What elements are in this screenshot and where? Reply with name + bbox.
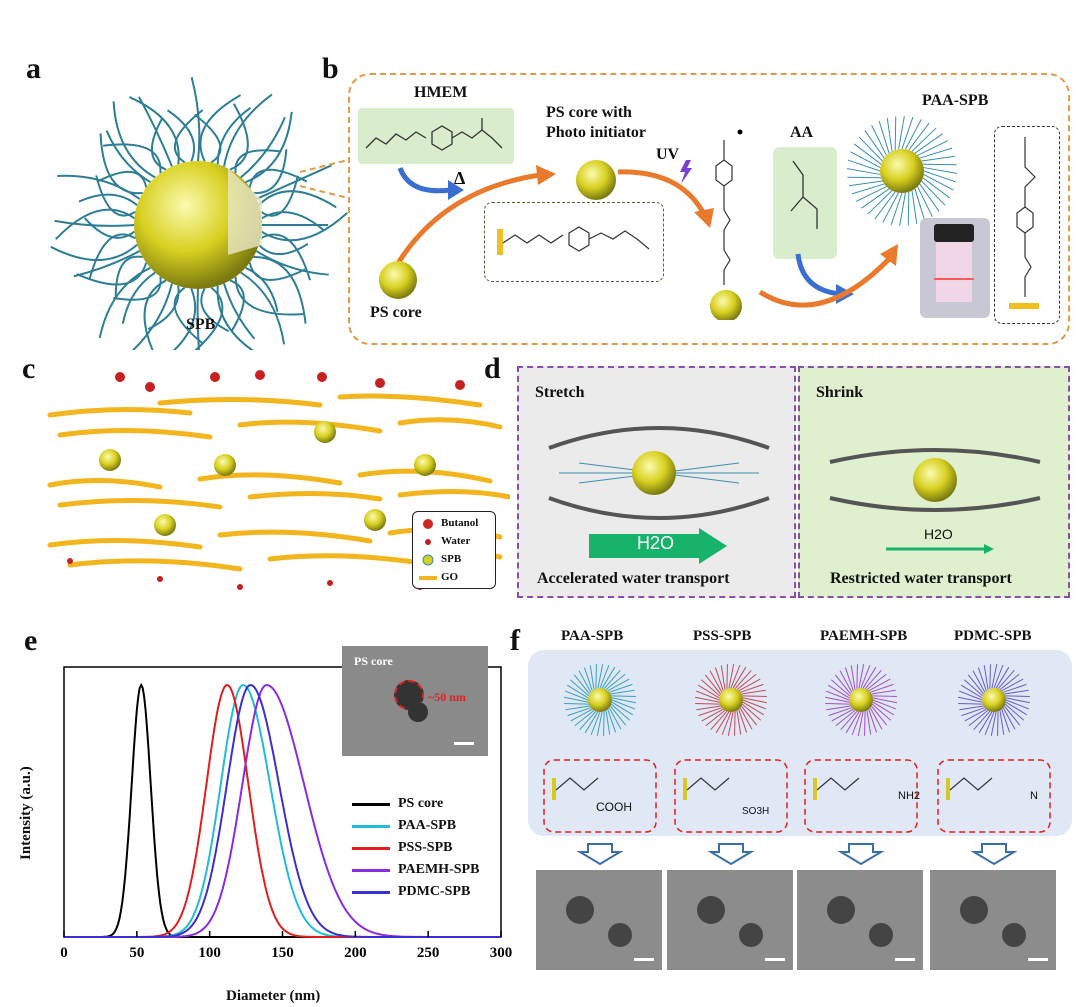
legend-spb: SPB: [441, 553, 461, 565]
x-tick-label: 100: [198, 945, 221, 961]
polymer-column-3: [930, 664, 1056, 970]
legend-ps-core: PS core: [352, 793, 479, 815]
legend-go: GO: [441, 571, 458, 583]
stretch-panel: Stretch H2O Accelerated water transport: [517, 366, 796, 598]
f-title-paemh: PAEMH-SPB: [820, 628, 907, 645]
shrink-label: Shrink: [816, 384, 863, 402]
f-title-pss: PSS-SPB: [693, 628, 751, 645]
accelerated-label: Accelerated water transport: [537, 570, 730, 588]
photo-initiator-label: Photo initiator: [546, 124, 646, 142]
structure-box: [544, 760, 656, 832]
x-tick-label: 150: [271, 945, 294, 961]
x-tick-label: 200: [344, 945, 367, 961]
hmem-label: HMEM: [414, 84, 467, 102]
polymer-column-2: [797, 664, 923, 970]
x-tick-label: 50: [129, 945, 144, 961]
vial-photo: [920, 218, 990, 318]
tem-image: [797, 870, 923, 970]
group-so3h: SO3H: [742, 806, 769, 817]
final-arrow: [700, 240, 920, 320]
tem-image: [930, 870, 1056, 970]
tem-image: [536, 870, 662, 970]
legend-paemh-spb: PAEMH-SPB: [352, 859, 479, 881]
panel-label-a: a: [26, 52, 41, 86]
lightning-icon: [676, 160, 696, 184]
ps-core-label: PS core: [370, 304, 422, 322]
polymer-column-0: [536, 664, 662, 970]
inset-label: PS core: [354, 654, 393, 669]
structure-box: [675, 760, 787, 832]
paa-spb-ball: [842, 106, 962, 236]
group-n: N: [1030, 790, 1038, 802]
membrane-legend: Butanol Water SPB GO: [412, 511, 496, 589]
h2o-label-stretch: H2O: [637, 533, 674, 554]
ps-core-ball: [376, 258, 422, 304]
legend-water: Water: [441, 535, 470, 547]
x-tick-label: 250: [417, 945, 440, 961]
down-arrow-icon: [580, 844, 620, 864]
ps-core-with-label: PS core with: [546, 104, 632, 122]
tem-image: [667, 870, 793, 970]
inset-size: ~50 nm: [428, 690, 466, 705]
f-title-pdmc: PDMC-SPB: [954, 628, 1032, 645]
ps-core-tem-inset: PS core ~50 nm: [342, 646, 488, 756]
group-cooh: COOH: [596, 800, 632, 814]
legend-butanol: Butanol: [441, 517, 478, 529]
zoom-connector: [300, 160, 360, 200]
chart-legend: PS core PAA-SPB PSS-SPB PAEMH-SPB PDMC-S…: [352, 793, 479, 903]
x-tick-label: 0: [60, 945, 68, 961]
x-tick-label: 300: [490, 945, 513, 961]
down-arrow-icon: [974, 844, 1014, 864]
restricted-label: Restricted water transport: [830, 570, 1012, 588]
polymer-illustrations: [528, 650, 1072, 990]
y-axis-label: Intensity (a.u.): [18, 766, 35, 860]
heat-symbol: Δ: [454, 168, 465, 189]
polymer-column-1: [667, 664, 793, 970]
legend-pss-spb: PSS-SPB: [352, 837, 479, 859]
down-arrow-icon: [841, 844, 881, 864]
f-title-paa: PAA-SPB: [561, 628, 623, 645]
h2o-label-shrink: H2O: [924, 526, 953, 542]
scale-bar: [454, 742, 474, 745]
paa-structure-box: [994, 126, 1060, 324]
group-nh2: NH2: [898, 790, 920, 802]
panel-label-c: c: [22, 352, 35, 386]
spb-caption: SPB: [186, 316, 215, 334]
stretch-structure: [539, 418, 779, 528]
legend-pdmc-spb: PDMC-SPB: [352, 881, 479, 903]
stretch-label: Stretch: [535, 384, 584, 402]
shrink-structure: [820, 428, 1050, 528]
down-arrow-icon: [711, 844, 751, 864]
legend-paa-spb: PAA-SPB: [352, 815, 479, 837]
ps-core-initiator-ball: [572, 156, 622, 206]
initiator-structure-box: [484, 202, 664, 282]
h2o-arrow-small: [886, 544, 996, 554]
x-axis-label: Diameter (nm): [226, 988, 320, 1005]
shrink-panel: Shrink H2O Restricted water transport: [798, 366, 1070, 598]
aa-label: AA: [790, 124, 813, 142]
